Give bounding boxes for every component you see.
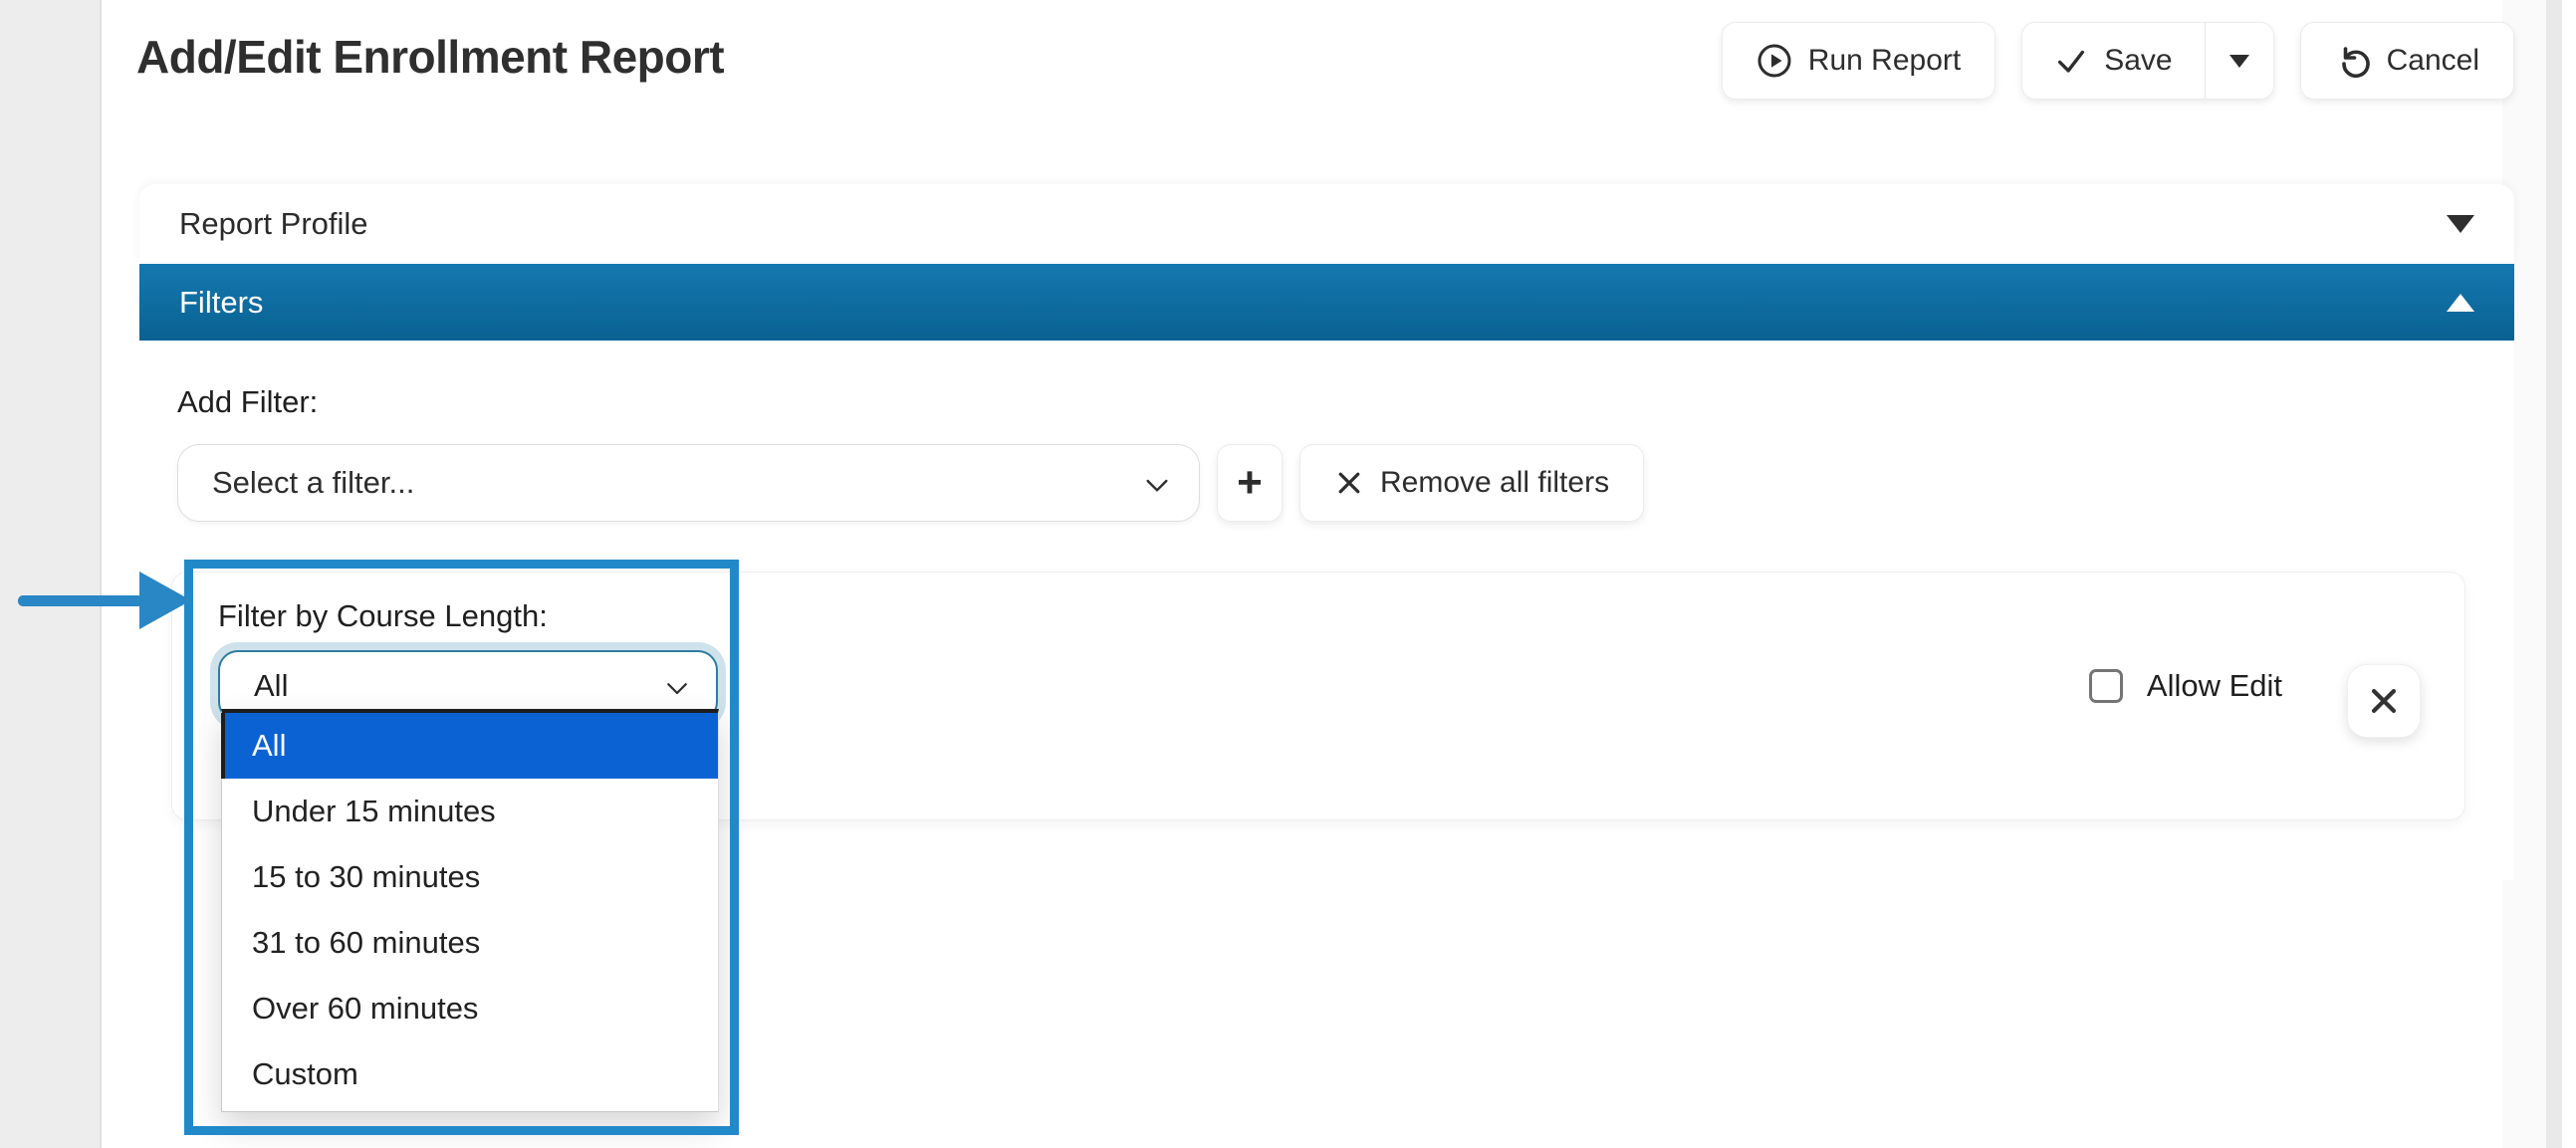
- x-icon: [1334, 468, 1364, 498]
- x-icon: [2367, 684, 2401, 718]
- dropdown-option-under-15[interactable]: Under 15 minutes: [222, 779, 718, 844]
- remove-all-filters-label: Remove all filters: [1380, 466, 1610, 499]
- dropdown-option-15-to-30[interactable]: 15 to 30 minutes: [222, 844, 718, 910]
- save-label: Save: [2104, 44, 2173, 77]
- scrollbar-thumb[interactable]: [2546, 0, 2562, 1148]
- save-split-button: Save: [2021, 22, 2274, 100]
- section-header-report-profile[interactable]: Report Profile: [139, 184, 2514, 264]
- report-profile-label: Report Profile: [179, 206, 368, 241]
- add-filter-label: Add Filter:: [177, 384, 319, 419]
- cancel-label: Cancel: [2386, 44, 2479, 77]
- triangle-down-icon: [2447, 215, 2474, 233]
- allow-edit-checkbox[interactable]: [2088, 669, 2123, 703]
- add-filter-row: Select a filter... + Remove all filters: [177, 444, 2514, 522]
- save-button[interactable]: Save: [2022, 23, 2204, 99]
- undo-icon: [2335, 43, 2371, 79]
- dropdown-border-accent: [221, 713, 225, 779]
- course-length-filter-label: Filter by Course Length:: [218, 598, 548, 633]
- remove-all-filters-button[interactable]: Remove all filters: [1299, 444, 1645, 522]
- report-sections-panel: Report Profile Filters Add Filter: Selec…: [139, 184, 2514, 880]
- allow-edit-group: Allow Edit: [2088, 668, 2282, 704]
- dropdown-option-over-60[interactable]: Over 60 minutes: [222, 976, 718, 1041]
- chevron-down-icon: [1141, 469, 1173, 501]
- course-length-dropdown-list: All Under 15 minutes 15 to 30 minutes 31…: [221, 709, 719, 1112]
- save-options-button[interactable]: [2204, 23, 2273, 99]
- dropdown-option-31-to-60[interactable]: 31 to 60 minutes: [222, 910, 718, 976]
- page-left-margin: [0, 0, 102, 1148]
- run-report-button[interactable]: Run Report: [1721, 22, 1996, 100]
- dropdown-option-all[interactable]: All: [222, 713, 718, 779]
- section-header-filters[interactable]: Filters: [139, 264, 2514, 341]
- run-report-label: Run Report: [1807, 44, 1962, 77]
- filter-type-select[interactable]: Select a filter...: [177, 444, 1200, 522]
- caret-down-icon: [2228, 54, 2249, 68]
- play-circle-icon: [1756, 43, 1792, 79]
- allow-edit-label: Allow Edit: [2146, 668, 2282, 703]
- check-icon: [2054, 44, 2088, 78]
- triangle-up-icon: [2447, 293, 2474, 312]
- add-filter-button[interactable]: +: [1217, 444, 1283, 522]
- remove-filter-button[interactable]: [2347, 664, 2421, 738]
- header-action-buttons: Run Report Save Cancel: [1721, 22, 2514, 100]
- plus-icon: +: [1237, 458, 1263, 507]
- page-title: Add/Edit Enrollment Report: [136, 31, 725, 83]
- filter-select-placeholder: Select a filter...: [212, 465, 415, 500]
- filters-label: Filters: [179, 284, 264, 320]
- chevron-down-icon: [662, 673, 692, 703]
- cancel-button[interactable]: Cancel: [2299, 22, 2514, 100]
- dropdown-option-custom[interactable]: Custom: [222, 1041, 718, 1107]
- course-length-select-value: All: [254, 668, 289, 703]
